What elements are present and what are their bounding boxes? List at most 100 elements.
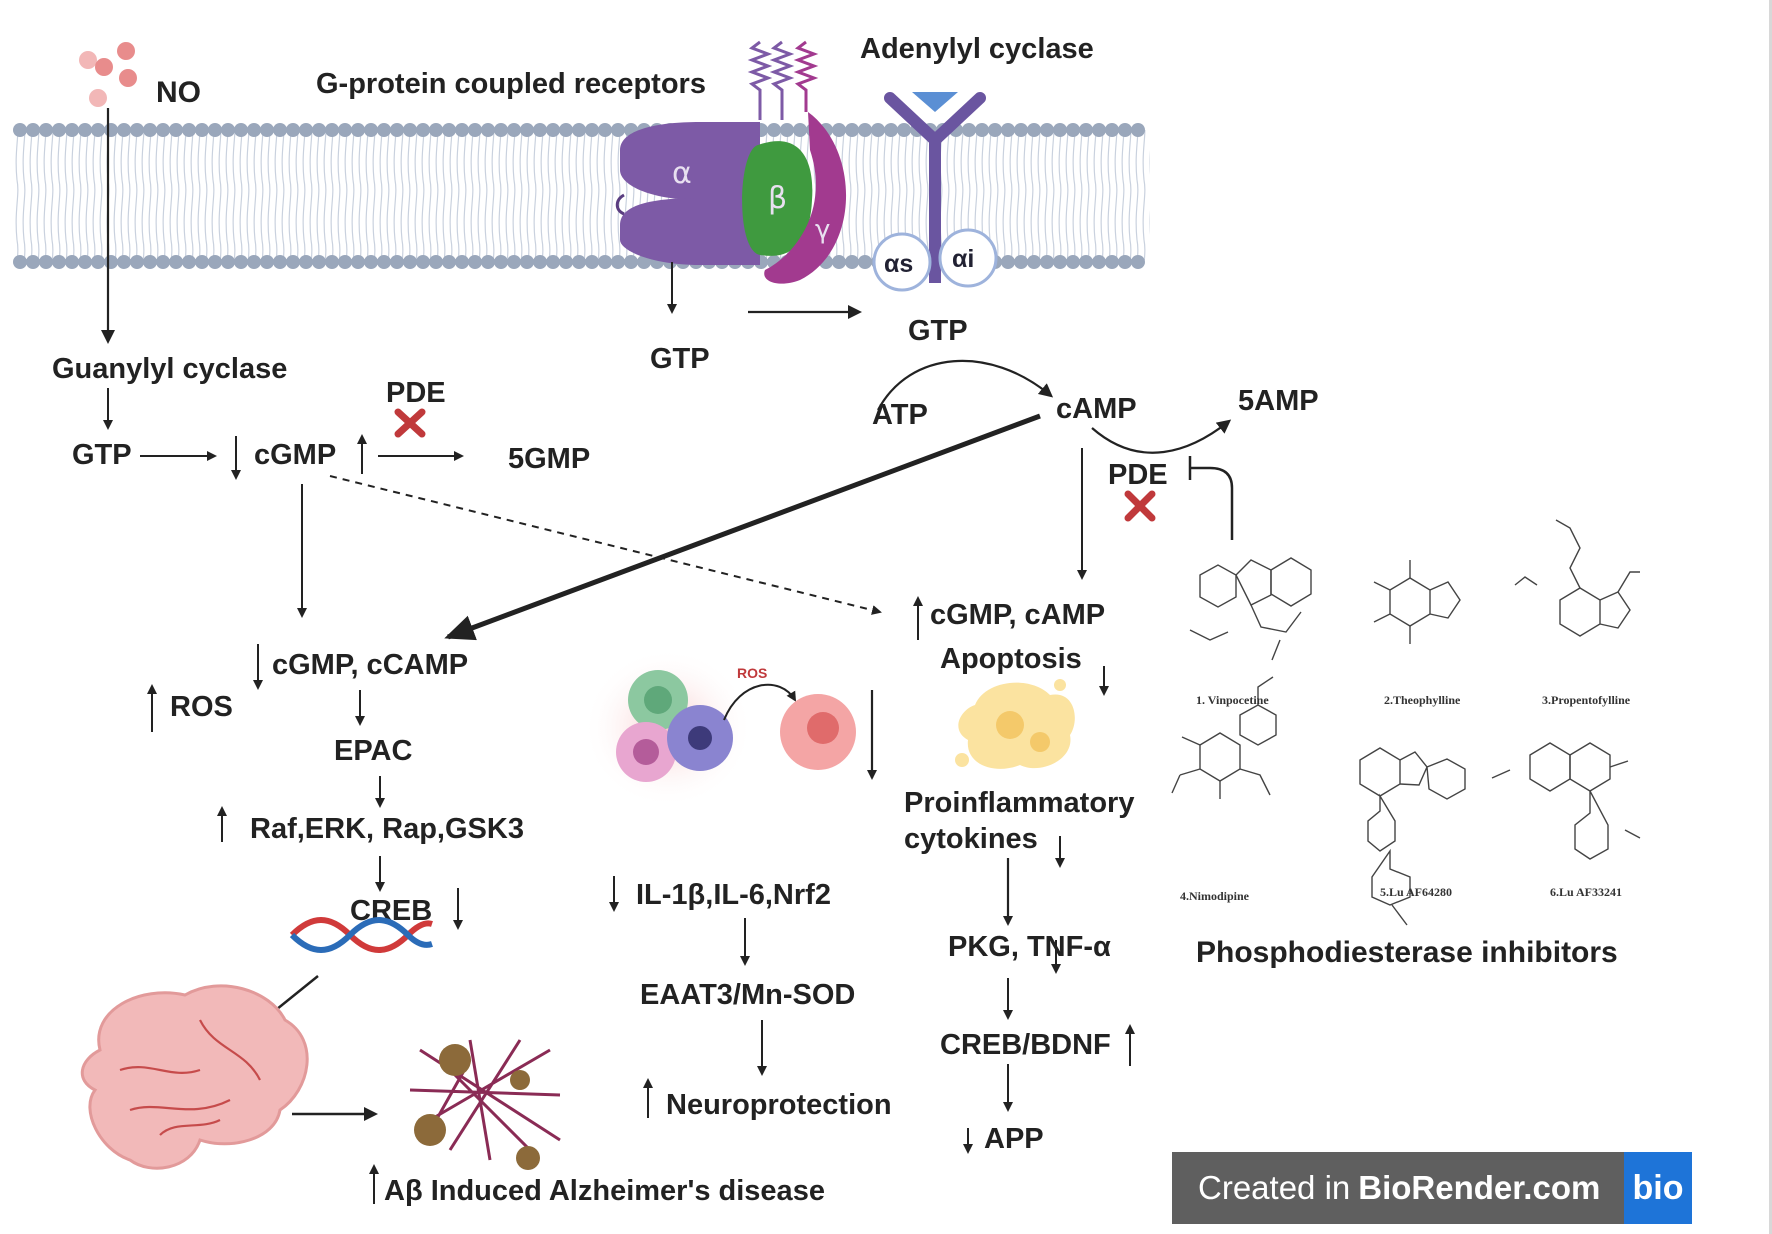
phospholipid-head xyxy=(533,123,547,137)
phospholipid-head xyxy=(598,255,612,269)
cgmp-camp-label: cGMP, cAMP xyxy=(930,599,1105,631)
structure-caption-2: 2.Theophylline xyxy=(1384,693,1461,707)
phospholipid-head xyxy=(1079,123,1093,137)
raf-erk-label: Raf,ERK, Rap,GSK3 xyxy=(250,813,524,845)
phospholipid-head xyxy=(1066,255,1080,269)
phospholipid-head xyxy=(234,123,248,137)
phospholipid-head xyxy=(195,123,209,137)
phospholipid-head xyxy=(780,123,794,137)
beta-symbol: β xyxy=(768,181,787,216)
phospholipid-head xyxy=(117,123,131,137)
pkg-tnf-label: PKG, TNF-α xyxy=(948,931,1111,963)
phospholipid-head xyxy=(559,255,573,269)
badge-text: Created in BioRender.com xyxy=(1172,1152,1624,1224)
g-alpha-subunit-icon: α xyxy=(615,122,760,265)
phospholipid-head xyxy=(1001,255,1015,269)
phospholipid-head xyxy=(442,255,456,269)
phospholipid-head xyxy=(1053,123,1067,137)
alpha-i-label: αi xyxy=(952,245,974,273)
phospholipid-head xyxy=(273,123,287,137)
gtp-left-label: GTP xyxy=(72,439,132,471)
phospholipid-head xyxy=(39,123,53,137)
phospholipid-head xyxy=(494,255,508,269)
structure-caption-1: 1. Vinpocetine xyxy=(1196,693,1269,707)
no-label: NO xyxy=(156,76,201,109)
phospholipid-head xyxy=(585,255,599,269)
5amp-label: 5AMP xyxy=(1238,385,1319,417)
ros-small-label: ROS xyxy=(737,665,767,681)
phospholipid-head xyxy=(416,255,430,269)
page-edge-divider xyxy=(1769,0,1772,1234)
nimodipine-structure-icon xyxy=(1171,676,1277,799)
phospholipid-head xyxy=(143,255,157,269)
phospholipid-head xyxy=(611,255,625,269)
phospholipid-head xyxy=(377,255,391,269)
pde-inhibitor-structures xyxy=(1171,519,1641,926)
phospholipid-head xyxy=(416,123,430,137)
phospholipid-head xyxy=(1131,255,1145,269)
gpcr-receptor-icon xyxy=(747,40,819,120)
phospholipid-head xyxy=(1118,123,1132,137)
phospholipid-head xyxy=(611,123,625,137)
phospholipid-head xyxy=(338,123,352,137)
phospholipid-head xyxy=(1001,123,1015,137)
g-beta-subunit-icon: β xyxy=(742,141,813,256)
app-label: APP xyxy=(984,1123,1044,1155)
phospholipid-head xyxy=(858,255,872,269)
phospholipid-head xyxy=(585,123,599,137)
biorender-badge[interactable]: Created in BioRender.com bio xyxy=(1172,1152,1692,1224)
phospholipid-head xyxy=(91,123,105,137)
phospholipid-head xyxy=(299,123,313,137)
phospholipid-head xyxy=(273,255,287,269)
phospholipid-head xyxy=(1131,123,1145,137)
biorender-logo-icon: bio xyxy=(1624,1152,1692,1224)
camp-label: cAMP xyxy=(1056,393,1137,425)
phospholipid-head xyxy=(377,123,391,137)
phospholipid-head xyxy=(793,123,807,137)
gtp-center-label: GTP xyxy=(650,343,710,375)
phospholipid-head xyxy=(338,255,352,269)
phospholipid-head xyxy=(299,255,313,269)
phospholipid-head xyxy=(1014,123,1028,137)
phospholipid-head xyxy=(442,123,456,137)
phospholipid-head xyxy=(117,255,131,269)
phospholipid-head xyxy=(312,255,326,269)
phospholipid-head xyxy=(884,123,898,137)
adenylyl-cyclase-icon: αs αi xyxy=(872,92,998,292)
pde-left-label: PDE xyxy=(386,377,446,409)
phospholipid-head xyxy=(169,123,183,137)
pde-inhibition-x-right-icon xyxy=(1124,490,1156,522)
phospholipid-head xyxy=(156,123,170,137)
no-molecules-icon xyxy=(79,42,137,107)
phospholipid-head xyxy=(767,123,781,137)
brain-icon xyxy=(80,984,309,1170)
apoptosis-label: Apoptosis xyxy=(940,643,1082,675)
structure-caption-5: 5.Lu AF64280 xyxy=(1380,885,1452,899)
immune-cells-icon xyxy=(583,648,856,808)
phospholipid-head xyxy=(1066,123,1080,137)
phospholipid-head xyxy=(559,123,573,137)
cgmp-label: cGMP xyxy=(254,439,336,471)
phospholipid-head xyxy=(221,255,235,269)
phospholipid-head xyxy=(520,255,534,269)
badge-brand: BioRender.com xyxy=(1358,1169,1601,1206)
phospholipid-head xyxy=(1092,255,1106,269)
alpha-s-label: αs xyxy=(884,250,913,278)
phospholipid-head xyxy=(130,123,144,137)
phospholipid-head xyxy=(52,123,66,137)
lu-af33241-structure-icon xyxy=(1491,742,1641,860)
phospholipid-head xyxy=(1027,123,1041,137)
phospholipid-head xyxy=(26,123,40,137)
phospholipid-head xyxy=(78,123,92,137)
phospholipid-head xyxy=(234,255,248,269)
phospholipid-head xyxy=(13,255,27,269)
badge-prefix: Created in xyxy=(1198,1169,1351,1206)
phospholipid-head xyxy=(1040,255,1054,269)
phospholipid-head xyxy=(533,255,547,269)
propentofylline-structure-icon xyxy=(1514,519,1640,637)
phospholipid-head xyxy=(403,255,417,269)
apoptotic-cell-icon xyxy=(955,679,1075,769)
phospholipid-head xyxy=(247,255,261,269)
guanylyl-cyclase-label: Guanylyl cyclase xyxy=(52,353,287,385)
